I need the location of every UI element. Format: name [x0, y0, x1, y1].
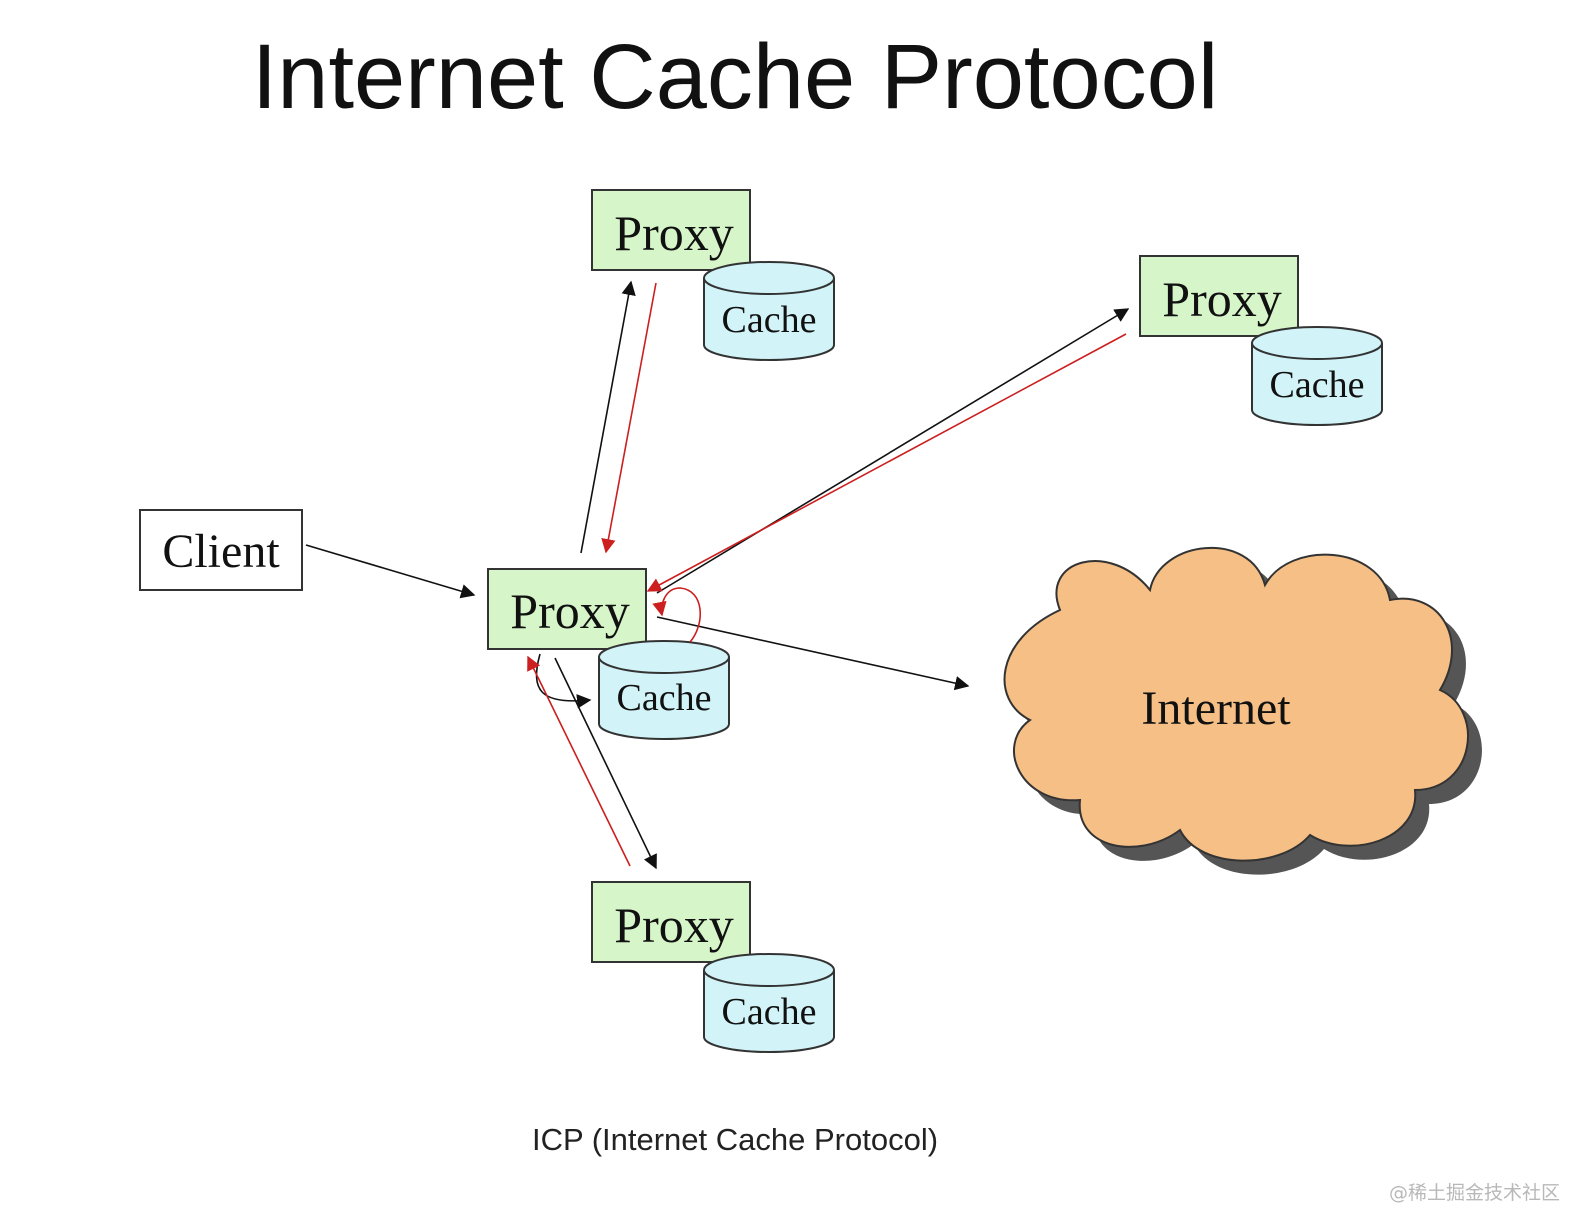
arrow-internet-reply: [652, 587, 701, 643]
internet-label: Internet: [1141, 682, 1291, 735]
cache-label: Cache: [1270, 364, 1365, 406]
proxy-node-center: Proxy: [487, 568, 647, 650]
client-label: Client: [162, 525, 280, 578]
arrow-proxy-to-right-proxy: [656, 308, 1130, 594]
watermark: @稀土掘金技术社区: [1388, 1182, 1560, 1204]
cache-label: Cache: [617, 677, 712, 719]
proxy-label: Proxy: [614, 897, 733, 953]
cache-node-right: Cache: [1251, 326, 1383, 426]
cloud-body: [1003, 546, 1469, 862]
cache-node-top: Cache: [703, 261, 835, 361]
client-node: Client: [139, 509, 303, 591]
arrow-bottom-proxy-reply: [527, 655, 631, 867]
cache-node-center: Cache: [598, 640, 730, 740]
arrow-proxy-to-internet: [656, 616, 970, 691]
cache-label: Cache: [722, 299, 817, 341]
diagram-title: Internet Cache Protocol: [252, 26, 1219, 128]
arrow-client-to-proxy: [305, 544, 476, 599]
arrow-proxy-to-top-proxy: [580, 280, 636, 554]
cache-node-bottom: Cache: [703, 953, 835, 1053]
figure-caption: ICP (Internet Cache Protocol): [531, 1122, 939, 1157]
internet-cloud: Internet: [1003, 546, 1482, 875]
proxy-node-right: Proxy: [1139, 255, 1299, 337]
proxy-label: Proxy: [510, 583, 629, 639]
arrow-top-proxy-reply: [601, 282, 657, 554]
arrow-proxy-to-own-cache: [535, 653, 592, 709]
arrow-right-proxy-reply: [646, 333, 1127, 592]
proxy-node-top: Proxy: [591, 189, 751, 271]
proxy-node-bottom: Proxy: [591, 881, 751, 963]
proxy-label: Proxy: [1162, 271, 1281, 327]
cache-label: Cache: [722, 991, 817, 1033]
arrow-proxy-to-bottom-proxy: [554, 657, 657, 870]
proxy-label: Proxy: [614, 205, 733, 261]
